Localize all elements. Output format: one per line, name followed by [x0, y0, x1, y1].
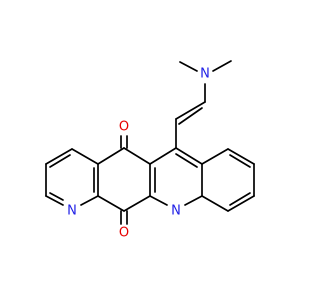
bond — [80, 195, 99, 206]
bond — [175, 101, 206, 120]
bond — [49, 154, 71, 168]
nitrogen-label: N — [171, 204, 181, 219]
atom-labels: N O O N N — [67, 67, 210, 241]
bond — [71, 148, 99, 165]
oxygen-label: O — [119, 120, 129, 135]
bond — [201, 195, 229, 212]
bond — [179, 61, 198, 72]
nitrogen-label: N — [200, 67, 210, 82]
nitrogen-label: N — [67, 204, 77, 219]
bond — [227, 148, 255, 165]
structure-diagram: N O O N N — [45, 60, 255, 241]
bond — [45, 195, 64, 206]
bond — [175, 147, 203, 165]
bond — [123, 195, 151, 212]
bond — [49, 192, 64, 201]
bond — [201, 148, 229, 165]
bond — [212, 60, 232, 72]
bond — [123, 147, 151, 165]
bond — [149, 195, 168, 206]
bond — [45, 148, 73, 165]
bond — [178, 107, 203, 125]
bond — [229, 192, 251, 206]
bond — [229, 154, 251, 168]
bond — [97, 195, 125, 212]
bonds — [45, 60, 255, 225]
bond — [175, 153, 198, 168]
bond — [184, 195, 203, 206]
bond — [97, 147, 125, 165]
bond — [227, 195, 255, 212]
oxygen-label: O — [119, 226, 129, 241]
bond — [149, 147, 177, 165]
